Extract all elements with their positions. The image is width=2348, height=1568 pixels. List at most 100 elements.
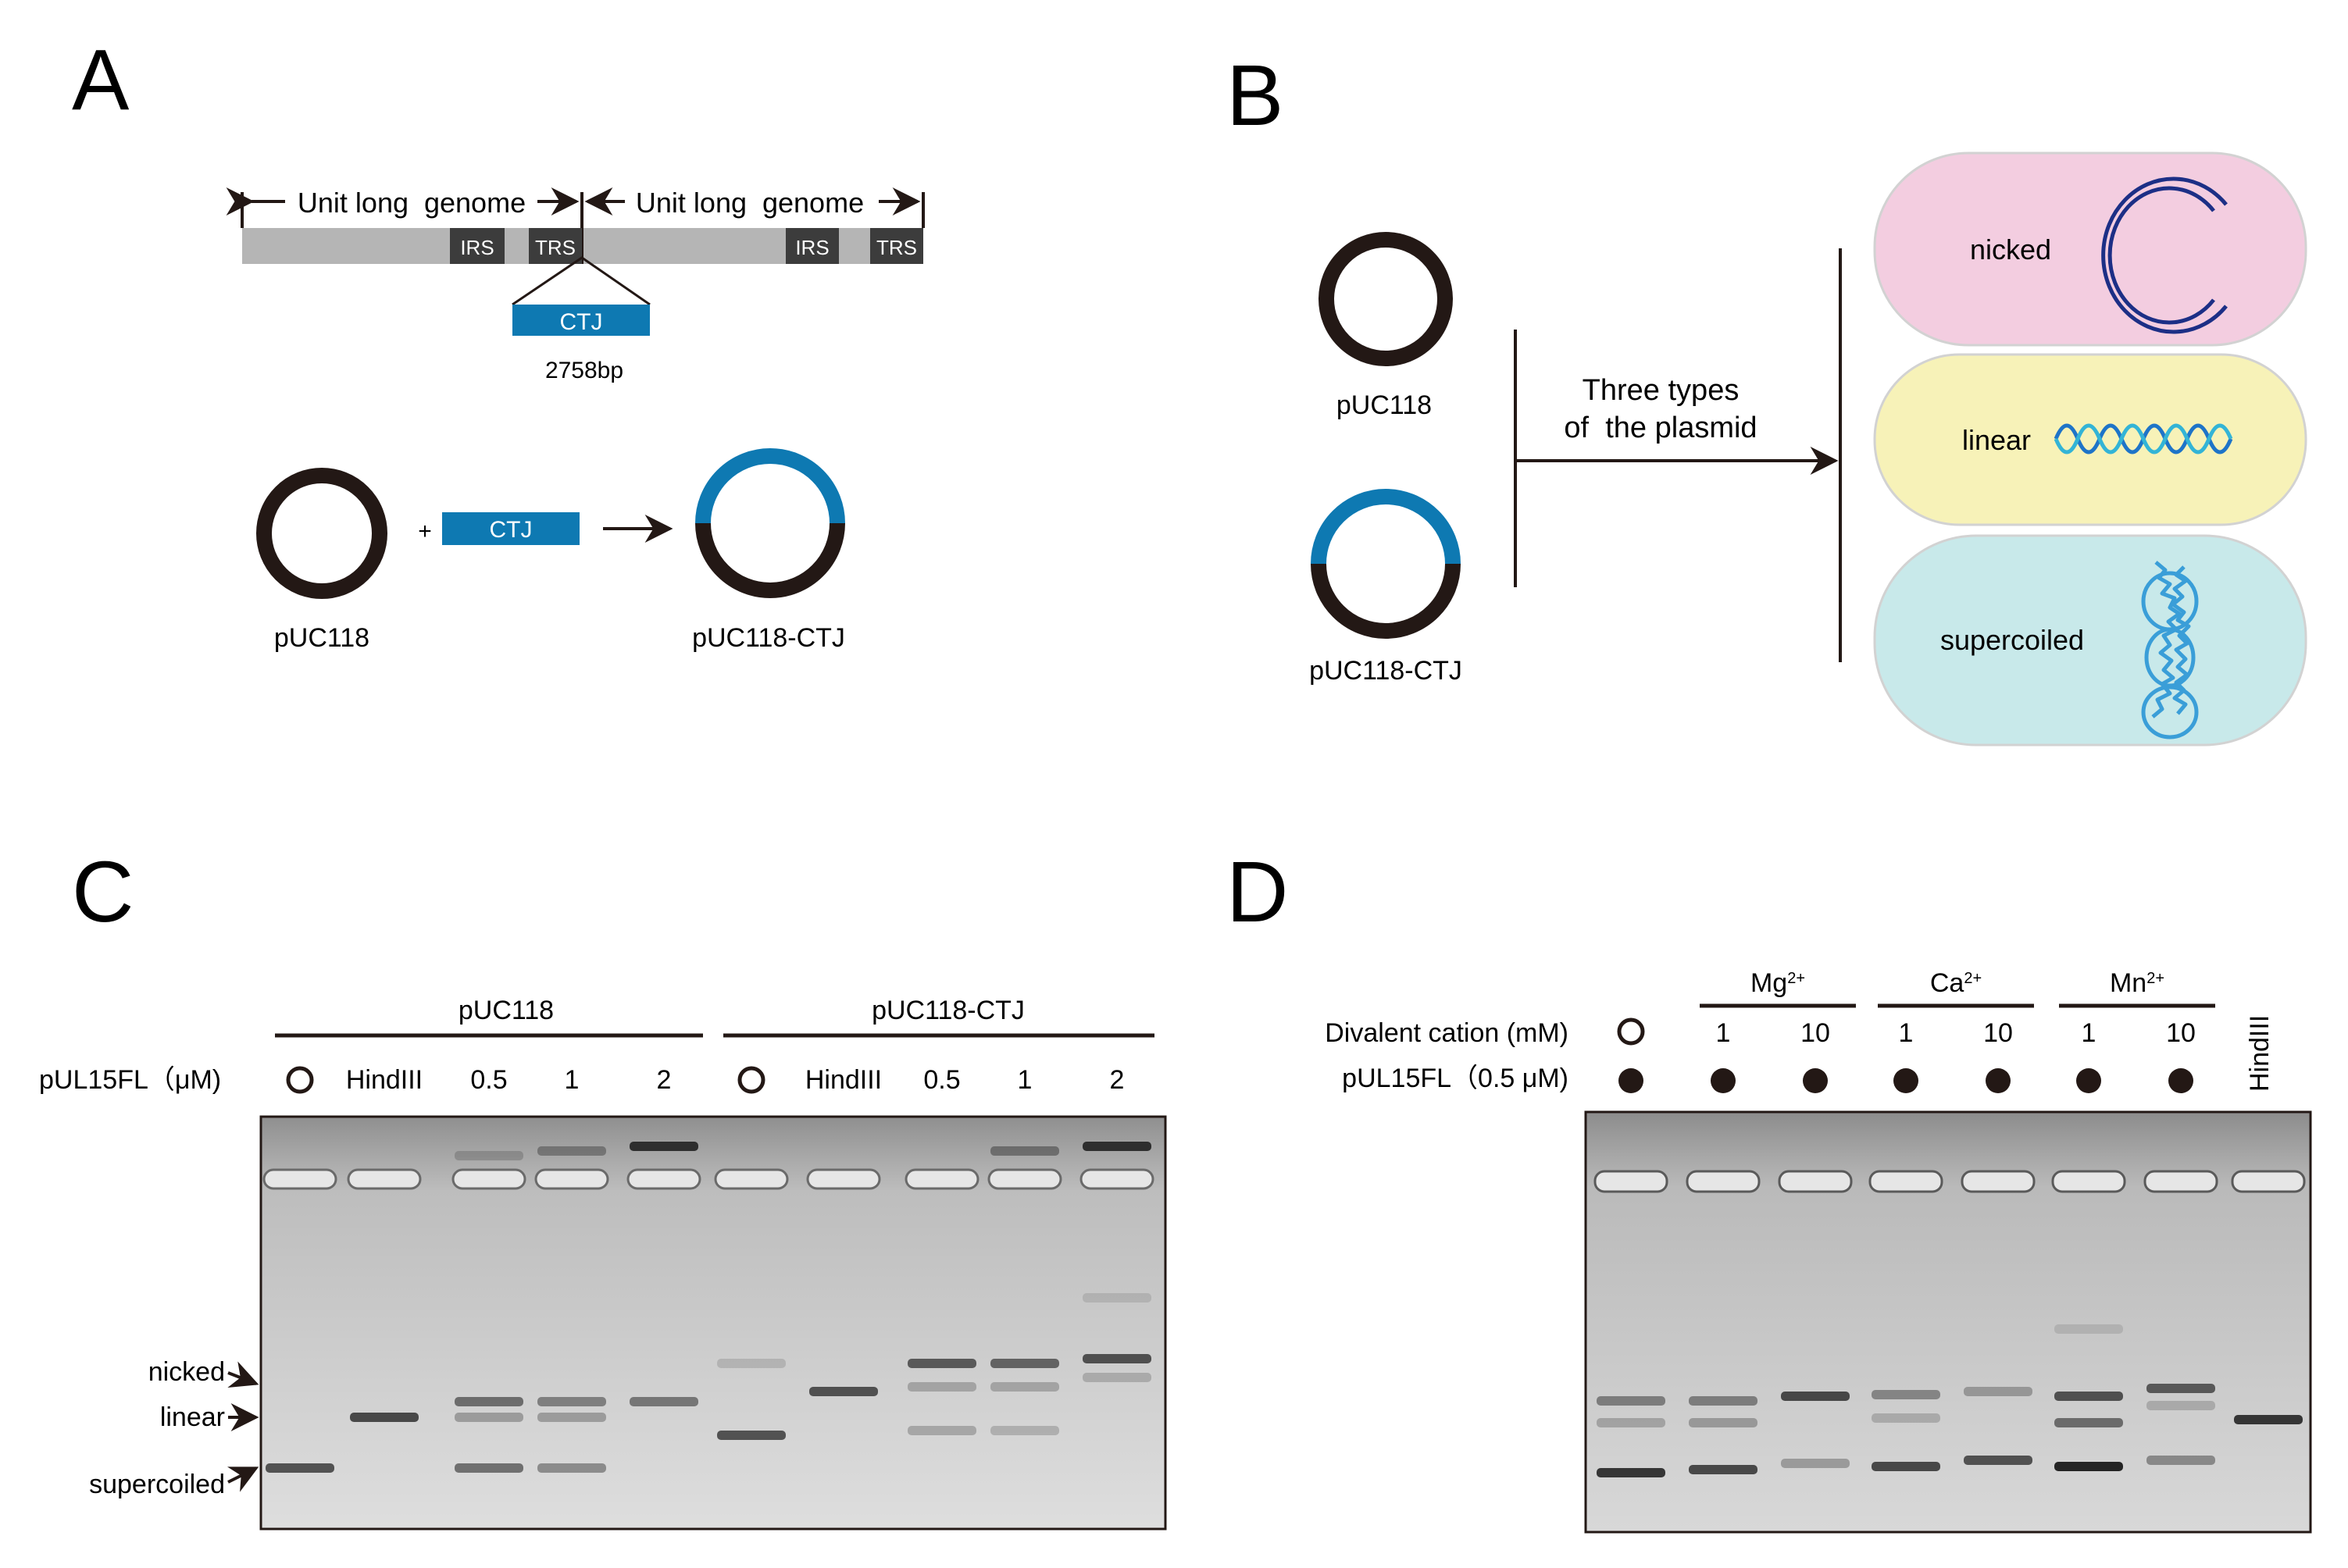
ctj-size-label: 2758bp xyxy=(545,358,623,383)
gel-band xyxy=(2054,1392,2123,1401)
cation-header: Mg2+ xyxy=(1750,968,1805,998)
linear-helix-icon xyxy=(2054,423,2233,454)
gel-band xyxy=(455,1397,523,1406)
puc118-ctj-plasmid-icon-b xyxy=(1311,489,1461,639)
gel-band xyxy=(1689,1418,1757,1427)
pul15fl-row-label-d: pUL15FL（0.5 μM) xyxy=(1342,1064,1568,1093)
puc118-ctj-label-b: pUC118-CTJ xyxy=(1309,656,1462,686)
supercoiled-form-card: supercoiled xyxy=(1873,534,2307,747)
gel-band xyxy=(2054,1462,2123,1471)
gel-band xyxy=(2146,1456,2215,1465)
three-types-line1: Three types xyxy=(1583,374,1740,407)
lane-label-c: 1 xyxy=(1018,1065,1033,1095)
panel-a: A Unit long genome Unit long genome IRS … xyxy=(72,32,925,653)
divalent-cation-row-label: Divalent cation (mM) xyxy=(1325,1018,1568,1048)
unit-long-genome-2: Unit long genome xyxy=(584,187,921,219)
gel-band xyxy=(990,1359,1059,1368)
gel-band xyxy=(1964,1387,2032,1396)
gel-band xyxy=(537,1146,606,1156)
nicked-band-label: nicked xyxy=(148,1357,225,1387)
gel-well xyxy=(905,1168,980,1190)
gel-band xyxy=(2054,1324,2123,1334)
gel-well xyxy=(2051,1170,2126,1193)
plus-sign: + xyxy=(418,519,432,544)
group-label-puc118: pUC118 xyxy=(459,996,554,1025)
gel-band xyxy=(537,1463,606,1473)
puc118-label-b: pUC118 xyxy=(1336,390,1432,420)
gel-well xyxy=(714,1168,789,1190)
gel-band xyxy=(1597,1396,1665,1406)
linear-band-label: linear xyxy=(160,1402,225,1432)
gel-band xyxy=(1083,1142,1151,1151)
gel-well xyxy=(2231,1170,2306,1193)
gel-band xyxy=(1597,1468,1665,1477)
gel-band xyxy=(455,1151,523,1160)
gel-band xyxy=(1083,1293,1151,1303)
panel-d-letter: D xyxy=(1226,844,1288,940)
no-protein-marker-icon xyxy=(737,1066,765,1094)
gel-well xyxy=(806,1168,881,1190)
gel-well xyxy=(1079,1168,1154,1190)
gel-band xyxy=(537,1413,606,1422)
puc118-plasmid-icon-b xyxy=(1319,232,1453,366)
protein-added-dot-icon xyxy=(1711,1068,1736,1093)
gel-well xyxy=(534,1168,609,1190)
gel-band xyxy=(630,1397,698,1406)
group-label-puc118-ctj: pUC118-CTJ xyxy=(872,996,1025,1025)
gel-band xyxy=(990,1146,1059,1156)
trs-box-1: TRS xyxy=(535,236,576,259)
protein-added-dot-icon xyxy=(1618,1068,1643,1093)
panel-b-letter: B xyxy=(1226,48,1283,144)
gel-well xyxy=(987,1168,1062,1190)
gel-d xyxy=(1584,1110,2312,1534)
gel-band xyxy=(990,1382,1059,1392)
gel-well xyxy=(1686,1170,1761,1193)
gel-band xyxy=(809,1387,878,1396)
gel-band xyxy=(455,1463,523,1473)
gel-well xyxy=(347,1168,422,1190)
unit-long-genome-label-1: Unit long genome xyxy=(298,187,526,219)
unit-long-genome-1: Unit long genome xyxy=(226,187,580,219)
ctj-insert-label: CTJ xyxy=(490,517,533,543)
gel-well xyxy=(451,1168,526,1190)
protein-added-dot-icon xyxy=(1986,1068,2011,1093)
gel-band xyxy=(1872,1462,1940,1471)
lane-label-c: 1 xyxy=(565,1065,580,1095)
ctj-segment xyxy=(512,305,650,336)
gel-band xyxy=(266,1463,334,1473)
concentration-label: 1 xyxy=(2082,1018,2096,1048)
trs-box-2: TRS xyxy=(876,236,917,259)
gel-well xyxy=(1778,1170,1853,1193)
ctj-segment-label: CTJ xyxy=(560,309,603,335)
supercoiled-band-label: supercoiled xyxy=(89,1470,225,1499)
gel-band xyxy=(350,1413,419,1422)
protein-added-dot-icon xyxy=(1803,1068,1828,1093)
pul15fl-row-label-c: pUL15FL（μM) xyxy=(39,1065,221,1095)
gel-c xyxy=(259,1115,1167,1531)
lane-label-c: 2 xyxy=(657,1065,672,1095)
cation-header: Ca2+ xyxy=(1930,968,1982,998)
ctj-insert xyxy=(442,512,580,545)
gel-band xyxy=(1781,1459,1850,1468)
irs-box-2: IRS xyxy=(795,236,829,259)
cation-headers-d: Mg2+Ca2+Mn2+ xyxy=(1700,968,2215,1008)
lane-label-c: 0.5 xyxy=(923,1065,960,1095)
puc118-ctj-plasmid-icon xyxy=(695,448,845,598)
gel-band xyxy=(1597,1418,1665,1427)
concentration-label: 1 xyxy=(1899,1018,1914,1048)
gel-band xyxy=(2234,1415,2303,1424)
panel-a-letter: A xyxy=(72,32,130,128)
irs-box-1: IRS xyxy=(460,236,494,259)
gel-well xyxy=(1868,1170,1943,1193)
gel-band xyxy=(1689,1465,1757,1474)
panel-b: B pUC118 pUC118-CTJ Three types of the p… xyxy=(1226,48,2307,747)
concentration-label: 1 xyxy=(1716,1018,1731,1048)
cloning-scheme: pUC118 + CTJ pUC118-CTJ xyxy=(256,448,845,653)
gel-band xyxy=(1872,1390,1940,1399)
lane-label-c: 2 xyxy=(1110,1065,1125,1095)
nicked-form-label: nicked xyxy=(1970,233,2051,265)
linear-form-label: linear xyxy=(1962,424,2031,456)
